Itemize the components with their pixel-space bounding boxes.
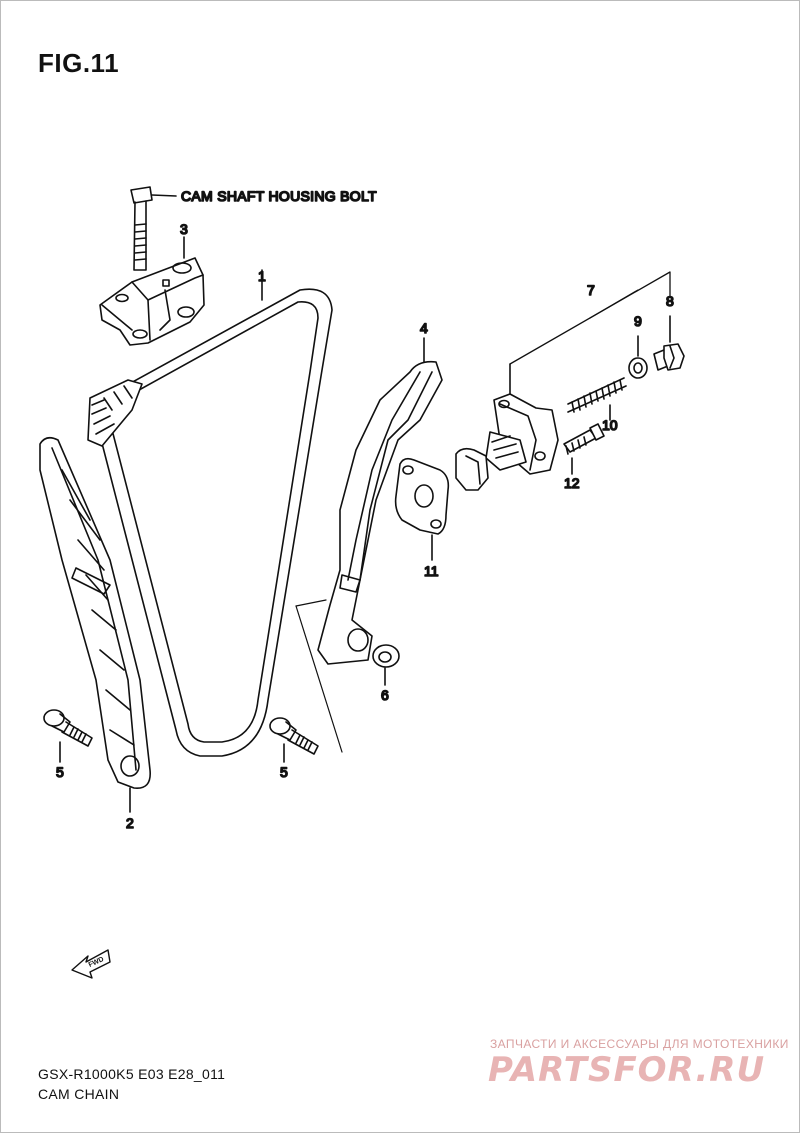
cam-shaft-housing-bolt[interactable] bbox=[130, 186, 177, 271]
part-11-gasket[interactable] bbox=[394, 457, 450, 561]
part-9-washer[interactable] bbox=[628, 335, 648, 379]
part-2-chain-guide[interactable] bbox=[39, 436, 151, 813]
part-6-washer[interactable] bbox=[372, 644, 400, 686]
callout-4: 4 bbox=[420, 320, 428, 336]
part-3-housing[interactable] bbox=[99, 236, 205, 346]
callout-1: 1 bbox=[258, 268, 266, 284]
watermark-logo: PARTSFOR.RU bbox=[488, 1050, 766, 1090]
part-12-bolt[interactable] bbox=[563, 423, 605, 475]
callout-2: 2 bbox=[126, 815, 134, 831]
model-code: GSX-R1000K5 E03 E28_011 bbox=[38, 1066, 226, 1082]
part-10-spring[interactable] bbox=[567, 377, 627, 421]
callout-5-right: 5 bbox=[280, 764, 288, 780]
figure-title: FIG.11 bbox=[38, 48, 120, 78]
part-5-bolt-right[interactable] bbox=[269, 717, 319, 763]
callout-7: 7 bbox=[587, 282, 595, 298]
part-4-tensioner-guide[interactable] bbox=[317, 337, 443, 665]
callout-6: 6 bbox=[381, 687, 389, 703]
callout-8: 8 bbox=[666, 293, 674, 309]
forward-arrow-icon: FWD bbox=[71, 949, 111, 979]
watermark-tagline: ЗАПЧАСТИ И АКСЕССУАРЫ ДЛЯ МОТОТЕХНИКИ bbox=[490, 1037, 789, 1051]
callout-5-left: 5 bbox=[56, 764, 64, 780]
part-7-tensioner-assembly[interactable] bbox=[455, 271, 671, 491]
section-name: CAM CHAIN bbox=[38, 1086, 120, 1102]
callout-10: 10 bbox=[602, 417, 618, 433]
part-5-bolt-left[interactable] bbox=[43, 709, 93, 763]
callout-9: 9 bbox=[634, 313, 642, 329]
cam-shaft-housing-bolt-label: CAM SHAFT HOUSING BOLT bbox=[181, 188, 377, 204]
callout-12: 12 bbox=[564, 475, 580, 491]
callout-11: 11 bbox=[424, 563, 439, 579]
part-8-plug-bolt[interactable] bbox=[653, 315, 685, 371]
part-1-cam-chain[interactable] bbox=[87, 269, 333, 757]
callout-3: 3 bbox=[180, 221, 188, 237]
